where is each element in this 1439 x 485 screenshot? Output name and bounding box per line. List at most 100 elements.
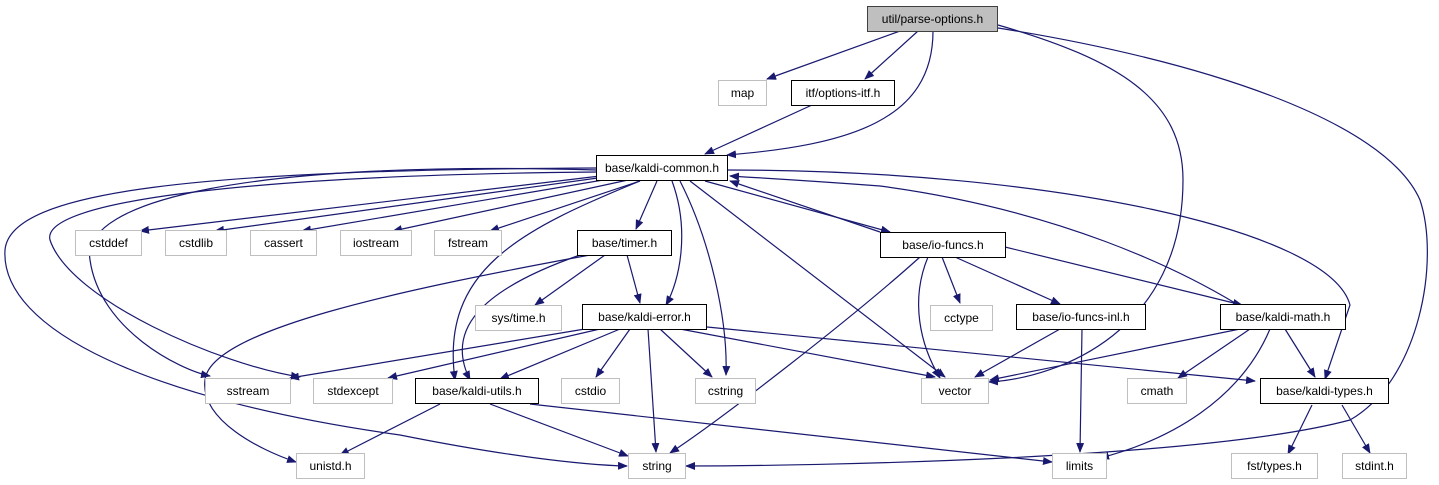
edge-kaldi-common-kaldi-error [665, 180, 683, 306]
node-kaldi-utils[interactable]: base/kaldi-utils.h [415, 378, 539, 404]
node-cstddef[interactable]: cstddef [75, 230, 142, 256]
node-fstream[interactable]: fstream [434, 230, 502, 256]
node-label: vector [938, 384, 972, 398]
edge-kaldi-utils-unistd [339, 403, 441, 456]
node-kaldi-common[interactable]: base/kaldi-common.h [596, 155, 728, 181]
edge-parse-options-options-itf [864, 30, 919, 80]
edge-io-funcs-string [669, 256, 921, 454]
node-cctype[interactable]: cctype [930, 305, 993, 331]
node-unistd[interactable]: unistd.h [296, 453, 365, 479]
edge-io-funcs-io-funcs-inl [954, 256, 1061, 305]
node-label: cctype [944, 311, 979, 325]
edge-io-funcs-inl-limits [1076, 328, 1085, 453]
node-label: itf/options-itf.h [805, 86, 881, 100]
edge-kaldi-error-string [647, 328, 660, 453]
node-string[interactable]: string [628, 453, 686, 479]
edge-kaldi-error-kaldi-utils [499, 328, 621, 380]
edge-kaldi-common-cstring [679, 180, 731, 376]
edge-io-funcs-inl-vector [974, 328, 1061, 378]
node-label: base/io-funcs-inl.h [1032, 310, 1130, 324]
edge-kaldi-error-sstream [289, 328, 586, 381]
edge-io-funcs-vector [918, 256, 941, 379]
edge-kaldi-error-cstdio [595, 328, 631, 378]
node-label: cstddef [89, 236, 128, 250]
node-fst-types[interactable]: fst/types.h [1231, 453, 1318, 479]
edge-kaldi-common-io-funcs [704, 180, 891, 234]
node-label: limits [1065, 459, 1094, 473]
edge-kaldi-math-cmath [1177, 328, 1251, 379]
node-io-funcs-inl[interactable]: base/io-funcs-inl.h [1016, 304, 1146, 330]
node-cstdio[interactable]: cstdio [561, 378, 620, 404]
edge-kaldi-common-kaldi-types [726, 169, 1351, 380]
edge-io-funcs-kaldi-math [1004, 246, 1243, 307]
node-kaldi-math[interactable]: base/kaldi-math.h [1220, 304, 1346, 330]
edge-kaldi-common-fstream [489, 180, 641, 232]
node-label: base/io-funcs.h [902, 238, 984, 252]
edge-parse-options-map [766, 30, 901, 80]
edge-io-funcs-cctype [941, 256, 961, 304]
edge-io-funcs-kaldi-common [729, 180, 881, 233]
node-label: unistd.h [309, 459, 352, 473]
node-cstdlib[interactable]: cstdlib [165, 230, 227, 256]
edge-kaldi-math-kaldi-common [729, 172, 1236, 304]
edge-kaldi-common-iostream [392, 179, 629, 234]
edge-kaldi-common-timer [635, 180, 658, 230]
node-label: cassert [264, 236, 303, 250]
node-map[interactable]: map [718, 80, 767, 106]
node-cstring[interactable]: cstring [695, 378, 756, 404]
edge-kaldi-common-cassert [301, 177, 616, 234]
edge-kaldi-common-cstddef [139, 175, 601, 234]
edge-options-itf-kaldi-common [704, 104, 813, 155]
edge-kaldi-math-vector [989, 328, 1241, 383]
node-iostream[interactable]: iostream [340, 230, 412, 256]
node-cassert[interactable]: cassert [250, 230, 317, 256]
node-stdexcept[interactable]: stdexcept [313, 378, 393, 404]
node-label: stdint.h [1355, 459, 1394, 473]
node-label: cstring [707, 384, 744, 398]
node-label: map [730, 86, 755, 100]
node-label: base/kaldi-error.h [598, 310, 691, 324]
node-label: cmath [1140, 384, 1174, 398]
edge-kaldi-types-stdint [1341, 404, 1371, 454]
edge-kaldi-error-cstring [659, 328, 713, 378]
node-label: string [642, 459, 672, 473]
edge-kaldi-common-cstdlib [214, 176, 606, 234]
edge-kaldi-utils-limits [529, 403, 1053, 465]
node-label: cstdlib [178, 236, 213, 250]
edge-parse-options-kaldi-common [726, 30, 934, 159]
node-vector[interactable]: vector [921, 378, 989, 404]
edge-kaldi-math-kaldi-types [1284, 328, 1316, 378]
edge-kaldi-utils-string [489, 403, 629, 457]
node-kaldi-error[interactable]: base/kaldi-error.h [582, 304, 707, 330]
node-kaldi-types[interactable]: base/kaldi-types.h [1260, 378, 1389, 404]
node-label: sstream [226, 384, 270, 398]
edge-timer-kaldi-error [626, 254, 642, 304]
node-label: base/timer.h [591, 236, 658, 250]
edge-kaldi-common-string [4, 167, 628, 470]
edge-kaldi-common-sstream [89, 167, 598, 379]
node-sstream[interactable]: sstream [205, 378, 291, 404]
node-limits[interactable]: limits [1052, 453, 1107, 479]
edge-kaldi-common-kaldi-utils [449, 180, 641, 381]
edge-kaldi-common-vector [689, 180, 946, 378]
node-stdint[interactable]: stdint.h [1342, 453, 1407, 479]
node-label: cstdio [574, 384, 607, 398]
node-label: base/kaldi-math.h [1235, 310, 1331, 324]
node-label: stdexcept [327, 384, 379, 398]
node-cmath[interactable]: cmath [1127, 378, 1187, 404]
node-label: base/kaldi-utils.h [432, 384, 522, 398]
node-io-funcs[interactable]: base/io-funcs.h [880, 232, 1006, 258]
node-label: util/parse-options.h [881, 12, 984, 26]
node-options-itf[interactable]: itf/options-itf.h [791, 80, 895, 106]
node-label: iostream [352, 236, 399, 250]
node-parse-options[interactable]: util/parse-options.h [867, 6, 998, 32]
node-label: base/kaldi-common.h [604, 161, 720, 175]
edge-kaldi-common-stdexcept [49, 171, 598, 380]
node-label: fst/types.h [1247, 459, 1302, 473]
edge-kaldi-types-fst-types [1287, 404, 1313, 455]
edge-timer-unistd [204, 254, 591, 463]
edge-parse-options-string [685, 27, 1428, 470]
node-sys-time[interactable]: sys/time.h [475, 305, 562, 331]
node-timer[interactable]: base/timer.h [577, 230, 672, 256]
